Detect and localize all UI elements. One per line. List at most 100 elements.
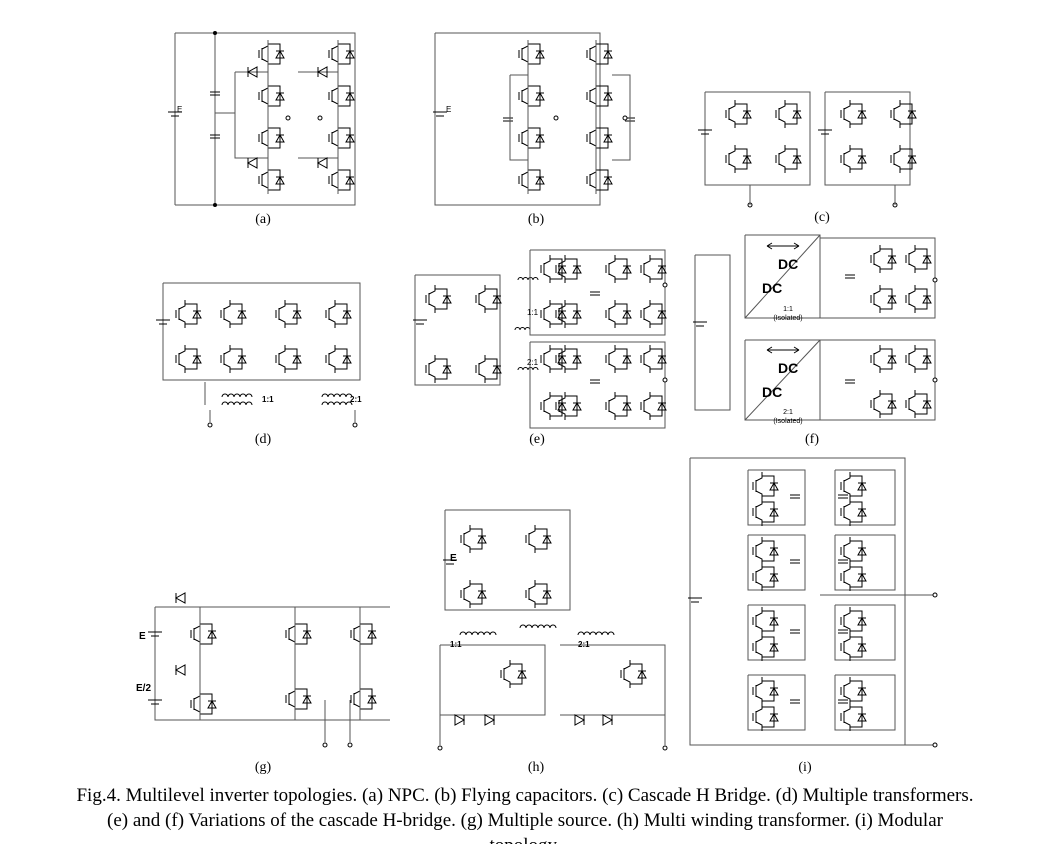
wire	[444, 509, 571, 611]
wire	[608, 345, 616, 355]
wire	[762, 680, 775, 702]
wire	[278, 345, 286, 355]
transformer-coil-icon	[519, 624, 557, 629]
wire	[880, 393, 893, 415]
wire	[843, 607, 851, 617]
wire	[778, 145, 786, 155]
terminal	[285, 115, 291, 121]
wire	[778, 163, 786, 173]
wire	[778, 118, 786, 128]
wire	[850, 680, 863, 702]
wire	[353, 638, 361, 648]
ratio-d1: 1:1	[262, 395, 274, 404]
diode-icon	[622, 309, 632, 319]
wire	[755, 498, 763, 508]
diode-icon	[887, 399, 897, 409]
diode-icon	[535, 175, 545, 185]
wire	[528, 169, 541, 191]
wire	[728, 118, 736, 128]
diode-icon	[857, 507, 867, 517]
diode-icon	[622, 401, 632, 411]
wire	[785, 148, 798, 170]
transformer-coil-icon	[221, 393, 253, 398]
dc-label-1b: DC	[762, 280, 783, 296]
diode-icon	[174, 664, 186, 676]
diode-icon	[657, 401, 667, 411]
diode-icon	[316, 157, 328, 169]
wire	[908, 303, 916, 313]
wire	[873, 263, 881, 273]
diode-icon	[887, 254, 897, 264]
wire	[735, 103, 748, 125]
wire	[529, 249, 666, 336]
wire	[824, 91, 911, 186]
wire	[755, 537, 763, 547]
wire	[185, 303, 198, 325]
wire	[478, 303, 486, 313]
wire	[528, 543, 536, 553]
wire	[521, 142, 529, 152]
terminal	[352, 422, 358, 428]
diode-icon	[622, 354, 632, 364]
wire	[755, 703, 763, 713]
panel-label-d: (d)	[254, 432, 272, 447]
wire	[596, 127, 609, 149]
diode-icon	[603, 91, 613, 101]
wire	[843, 516, 851, 526]
wire	[428, 355, 436, 365]
wire	[338, 127, 351, 149]
wire	[755, 633, 763, 643]
wire	[335, 303, 348, 325]
wire	[908, 390, 916, 400]
terminal	[322, 742, 328, 748]
wire	[755, 607, 763, 617]
wire	[223, 345, 231, 355]
dc-label-1a: DC	[778, 256, 799, 272]
wire	[735, 148, 748, 170]
diode-icon	[207, 629, 217, 639]
wire	[755, 651, 763, 661]
wire	[900, 148, 913, 170]
panel-label-f: (f)	[805, 432, 819, 447]
panel-label-g: (g)	[254, 760, 272, 775]
wire	[503, 660, 511, 670]
wire	[328, 300, 336, 310]
wire	[414, 274, 501, 386]
diode-icon	[557, 401, 567, 411]
wire	[521, 58, 529, 68]
wire	[650, 303, 663, 325]
transformer-coil-icon	[459, 631, 497, 636]
diode-icon	[345, 49, 355, 59]
wire	[288, 620, 296, 630]
terminal	[553, 115, 559, 121]
wire	[850, 566, 863, 588]
wire	[328, 318, 336, 328]
wire	[558, 255, 566, 265]
diode-icon	[922, 399, 932, 409]
diode-icon	[602, 714, 614, 726]
transformer-coil-icon	[577, 631, 615, 636]
wire	[353, 620, 361, 630]
wire	[747, 469, 806, 526]
wire	[485, 358, 498, 380]
wire	[295, 688, 308, 710]
wire	[440, 644, 546, 716]
wire	[278, 300, 286, 310]
wire	[747, 534, 806, 591]
wire	[288, 685, 296, 695]
wire	[521, 40, 529, 50]
wire	[230, 303, 243, 325]
wire	[328, 345, 336, 355]
wire	[543, 318, 551, 328]
wire	[529, 341, 666, 429]
wire	[915, 248, 928, 270]
diode-icon	[769, 507, 779, 517]
wire	[843, 145, 851, 155]
diode-icon	[574, 714, 586, 726]
iso-ratio-1: 1:1	[783, 306, 793, 313]
wire	[762, 475, 775, 497]
wire	[558, 392, 566, 402]
wire	[558, 345, 566, 355]
wire	[873, 345, 881, 355]
wire	[230, 348, 243, 370]
